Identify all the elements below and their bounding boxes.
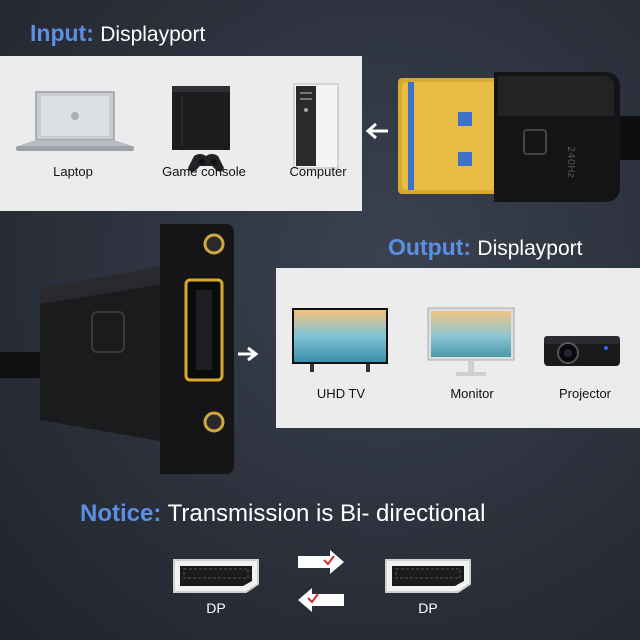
- svg-text:240Hz: 240Hz: [565, 146, 576, 178]
- output-devices-panel: UHD TV Monitor Projector: [276, 268, 640, 428]
- dp-label-left: DP: [206, 600, 226, 616]
- device-label-monitor: Monitor: [450, 386, 494, 401]
- input-heading-label: Input:: [30, 20, 94, 46]
- dp-port-right-icon: [385, 559, 471, 593]
- output-heading-label: Output:: [388, 234, 472, 260]
- device-label-computer: Computer: [289, 164, 347, 179]
- notice-text: Transmission is Bi- directional: [167, 500, 486, 527]
- projector-icon: [544, 336, 620, 366]
- arrow-left-icon: [365, 122, 388, 140]
- dp-port-left-icon: [173, 559, 259, 593]
- bidirectional-arrows-icon: [298, 550, 344, 612]
- output-heading-value: Displayport: [477, 237, 583, 260]
- output-heading: Output: Displayport: [388, 234, 582, 261]
- displayport-female-connector-icon: [0, 224, 234, 474]
- arrow-right-icon: [238, 346, 259, 362]
- game-console-icon: [172, 86, 230, 172]
- laptop-icon: [16, 91, 134, 151]
- uhd-tv-icon: [292, 308, 388, 372]
- computer-icon: [293, 83, 339, 169]
- device-label-uhd-tv: UHD TV: [316, 386, 366, 401]
- input-heading: Input: Displayport: [30, 20, 205, 47]
- displayport-male-connector-icon: 240Hz: [398, 72, 640, 202]
- device-label-game-console: Game console: [162, 164, 246, 179]
- monitor-icon: [427, 307, 515, 376]
- device-label-projector: Projector: [558, 386, 612, 401]
- input-heading-value: Displayport: [100, 23, 206, 46]
- device-label-laptop: Laptop: [53, 164, 93, 179]
- input-devices-panel: Laptop Game console Computer: [0, 56, 362, 211]
- notice-line: Notice: Transmission is Bi- directional: [80, 500, 485, 528]
- notice-label: Notice:: [80, 500, 162, 527]
- dp-label-right: DP: [418, 600, 438, 616]
